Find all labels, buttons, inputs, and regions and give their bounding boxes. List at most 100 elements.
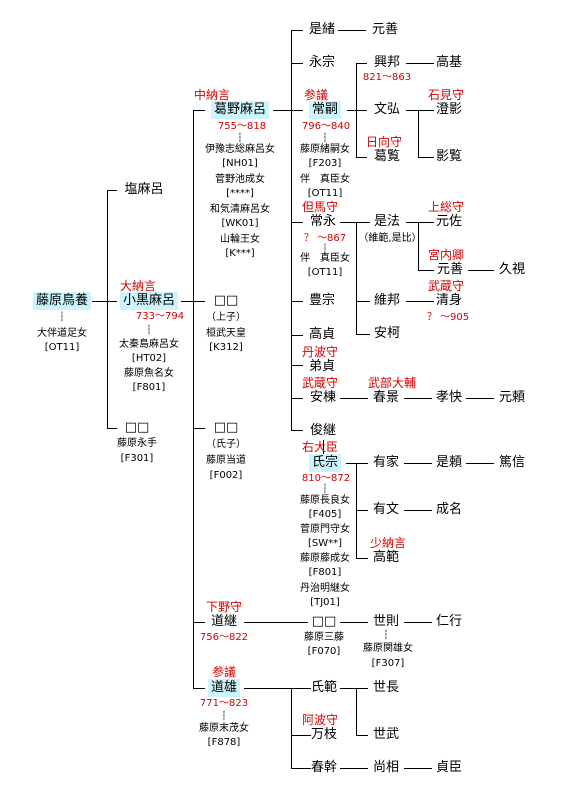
- connector: [291, 110, 303, 111]
- person-hisami[interactable]: 久視: [498, 262, 526, 277]
- connector: [193, 301, 205, 302]
- person-kakunoran[interactable]: 葛覧: [373, 149, 401, 164]
- relation-mark: ┆: [322, 133, 328, 144]
- connector: [244, 688, 291, 689]
- person-korekuni[interactable]: 維邦: [373, 293, 401, 308]
- person-kadonomaro[interactable]: 葛野麻呂: [210, 101, 270, 119]
- connector: [356, 735, 368, 736]
- person-takamoto[interactable]: 高基: [435, 55, 463, 70]
- mother-info: 藤原永手: [117, 438, 157, 449]
- person-kokuromaro[interactable]: 小黒麻呂: [119, 292, 179, 310]
- title-label: 日向守: [365, 135, 403, 149]
- title-label: 武部大輔: [367, 376, 417, 390]
- person-takasada[interactable]: 高貞: [308, 327, 336, 342]
- person-narina[interactable]: 成名: [435, 502, 463, 517]
- person-koreno[interactable]: 是法: [373, 214, 401, 229]
- connector: [193, 622, 205, 623]
- connector: [340, 768, 368, 769]
- connector: [406, 222, 418, 223]
- title-label: 下野守: [205, 600, 243, 614]
- person-unknown-michitsugu-son[interactable]: □□: [311, 614, 337, 629]
- title-label: 石見守: [427, 88, 465, 102]
- mother-info: [OT11]: [307, 267, 343, 278]
- person-ariie[interactable]: 有家: [372, 455, 400, 470]
- person-koretsuna[interactable]: 是緒: [308, 22, 336, 37]
- mother-info: 藤原当道: [206, 455, 246, 466]
- connector: [418, 110, 419, 157]
- person-atsunobu[interactable]: 篤信: [498, 455, 526, 470]
- mother-info: [F002]: [209, 470, 243, 481]
- person-motosuke[interactable]: 元佐: [435, 214, 463, 229]
- mother-info: 伊豫志総麻呂女: [205, 144, 275, 155]
- person-unknown-son[interactable]: □□: [124, 420, 150, 435]
- connector: [356, 558, 368, 559]
- person-okikuni[interactable]: 興邦: [373, 55, 401, 70]
- person-tsunenaga[interactable]: 常永: [309, 214, 337, 229]
- connector: [291, 430, 303, 431]
- person-shiomaro[interactable]: 塩麻呂: [124, 182, 164, 197]
- person-yotake[interactable]: 世武: [372, 727, 400, 742]
- mother-info: [OT11]: [307, 188, 343, 199]
- connector: [193, 428, 205, 429]
- lifespan-label: 733～794: [135, 311, 185, 322]
- connector: [406, 110, 418, 111]
- person-ujinori[interactable]: 氏範: [310, 680, 338, 695]
- connector: [340, 398, 368, 399]
- person-harumoto[interactable]: 春幹: [310, 760, 338, 775]
- person-unknown-kozuke[interactable]: □□: [213, 293, 239, 308]
- connector: [356, 301, 370, 302]
- relation-mark: ┆: [221, 711, 227, 722]
- lifespan-label: 810～872: [301, 473, 351, 484]
- person-motoyoshi-2[interactable]: 元善: [436, 262, 464, 277]
- person-ujimune[interactable]: 氏宗: [308, 454, 342, 472]
- person-takayoshi[interactable]: 孝快: [435, 390, 463, 405]
- person-eiran[interactable]: 影覧: [435, 149, 463, 164]
- person-niyuki[interactable]: 仁行: [435, 614, 463, 629]
- connector: [418, 222, 419, 270]
- person-yasumune[interactable]: 安棟: [309, 390, 337, 405]
- title-label: 但馬守: [301, 200, 339, 214]
- relation-mark: ┆: [322, 484, 328, 495]
- person-motoyori[interactable]: 元頼: [498, 390, 526, 405]
- person-kiyomi[interactable]: 清身: [435, 293, 463, 308]
- connector: [193, 110, 205, 111]
- person-bunko[interactable]: 文弘: [373, 102, 401, 117]
- person-harukage[interactable]: 春景: [372, 390, 400, 405]
- person-naosuke[interactable]: 尚相: [372, 760, 400, 775]
- person-tsunetsugu[interactable]: 常嗣: [308, 101, 342, 119]
- lifespan-label: 821～863: [362, 72, 412, 83]
- mother-info: 菅原門守女: [300, 524, 350, 535]
- person-yonori[interactable]: 世則: [372, 614, 400, 629]
- mother-info: [F070]: [307, 646, 341, 657]
- mother-info: [F801]: [308, 567, 342, 578]
- person-unknown-ujiko[interactable]: □□: [213, 420, 239, 435]
- person-michio[interactable]: 道雄: [207, 679, 241, 697]
- person-mankeda[interactable]: 万枝: [310, 727, 338, 742]
- title-label: 阿波守: [301, 713, 339, 727]
- person-koreyori[interactable]: 是頼: [435, 455, 463, 470]
- person-chokage[interactable]: 澄影: [435, 102, 463, 117]
- connector: [356, 688, 357, 735]
- person-toyomune[interactable]: 豊宗: [308, 293, 336, 308]
- connector: [193, 688, 205, 689]
- person-otosada[interactable]: 弟貞: [308, 359, 336, 374]
- mother-info: 藤原緒嗣女: [300, 144, 350, 155]
- person-fujiwara-toriyo[interactable]: 藤原鳥養: [32, 292, 92, 310]
- person-motoyoshi-1[interactable]: 元善: [371, 22, 399, 37]
- connector: [404, 510, 432, 511]
- person-yonaga[interactable]: 世長: [372, 680, 400, 695]
- person-arifumi[interactable]: 有文: [372, 502, 400, 517]
- mother-info: 藤原魚名女: [124, 368, 174, 379]
- person-takanori[interactable]: 高範: [372, 550, 400, 565]
- person-nagamune[interactable]: 永宗: [308, 55, 336, 70]
- lifespan-label: ？ ～867: [303, 233, 347, 244]
- person-michitsugu[interactable]: 道継: [210, 614, 238, 629]
- person-yasutada[interactable]: 安柯: [373, 326, 401, 341]
- connector: [181, 301, 193, 302]
- connector: [404, 622, 432, 623]
- mother-info: 藤原藤成女: [300, 553, 350, 564]
- person-sadaomi[interactable]: 貞臣: [435, 760, 463, 775]
- title-label: 武蔵守: [427, 279, 465, 293]
- person-toshitsugu[interactable]: 俊継: [309, 423, 337, 438]
